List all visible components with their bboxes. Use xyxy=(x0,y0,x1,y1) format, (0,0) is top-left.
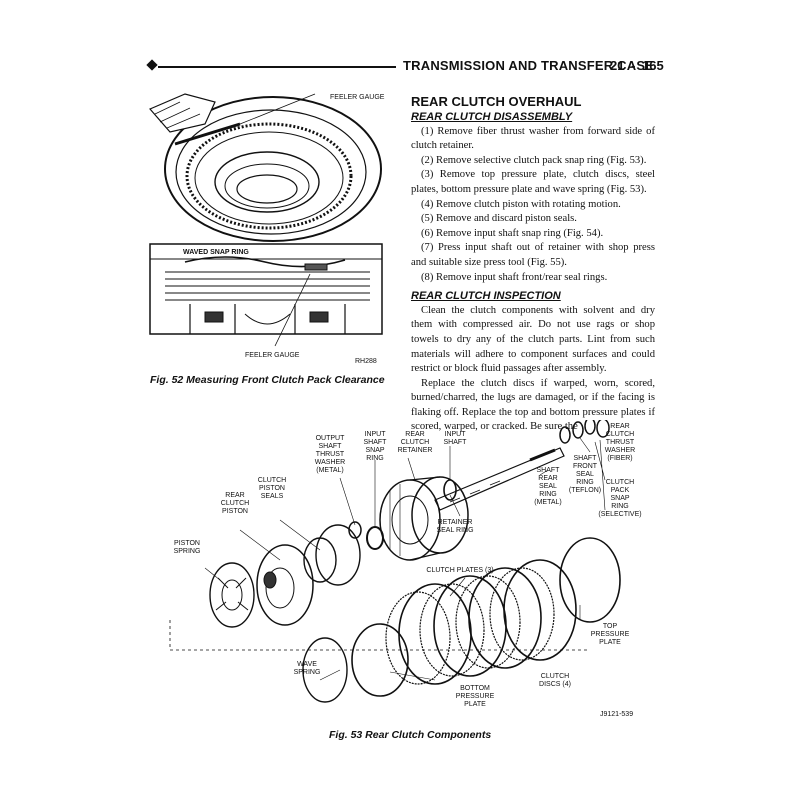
fig52-label-waved: WAVED SNAP RING xyxy=(183,249,249,256)
step-4: (4) Remove clutch piston with rotating m… xyxy=(421,198,621,210)
fig52-caption: Fig. 52 Measuring Front Clutch Pack Clea… xyxy=(150,374,385,386)
exploded-parts xyxy=(169,420,621,703)
disassembly-heading: REAR CLUTCH DISASSEMBLY xyxy=(411,111,573,123)
header-diamond-icon xyxy=(146,59,158,71)
step-7: (7) Press input shaft out of retainer wi… xyxy=(411,242,655,268)
piston-drawing xyxy=(256,544,314,626)
piston-spring-drawing xyxy=(209,562,255,628)
clutch-pack-drawing xyxy=(351,537,621,697)
step-6: (6) Remove input shaft snap ring (Fig. 5… xyxy=(421,227,604,239)
fig53-label-clutch-plates: CLUTCH PLATES (3) xyxy=(426,567,493,574)
header-rule xyxy=(158,66,396,68)
clutch-drum-drawing xyxy=(149,93,382,242)
inspection-paragraph-1: Clean the clutch components with solvent… xyxy=(411,304,655,375)
step-2: (2) Remove selective clutch pack snap ri… xyxy=(421,154,647,166)
fig52-label-feeler-top: FEELER GAUGE xyxy=(330,94,385,101)
fig53-caption: Fig. 53 Rear Clutch Components xyxy=(329,729,492,741)
fig52-illustration: FEELER GAUGE WAVED SNAP RING FEELER GAUG… xyxy=(149,93,385,365)
step-1: (1) Remove fiber thrust washer from forw… xyxy=(411,125,655,152)
step-3: (3) Remove top pressure plate, clutch di… xyxy=(411,169,655,195)
running-header-title: TRANSMISSION AND TRANSFER CASE xyxy=(403,58,655,73)
step-5: (5) Remove and discard piston seals. xyxy=(421,213,577,225)
page-number: 21 - 165 xyxy=(610,58,664,73)
fig52-code: RH288 xyxy=(355,358,377,365)
retainer-drum-drawing xyxy=(379,476,469,561)
fig53-code: J9121-539 xyxy=(600,711,633,718)
clutch-cross-section xyxy=(149,243,383,347)
disassembly-section: REAR CLUTCH DISASSEMBLY (1) Remove fiber… xyxy=(411,110,655,435)
fig52-label-feeler-bottom: FEELER GAUGE xyxy=(245,352,300,359)
section-title: REAR CLUTCH OVERHAUL xyxy=(411,94,582,109)
step-8: (8) Remove input shaft front/rear seal r… xyxy=(421,271,608,283)
inspection-paragraph-2: Replace the clutch discs if warped, worn… xyxy=(411,377,655,433)
inspection-heading: REAR CLUTCH INSPECTION xyxy=(411,290,561,303)
